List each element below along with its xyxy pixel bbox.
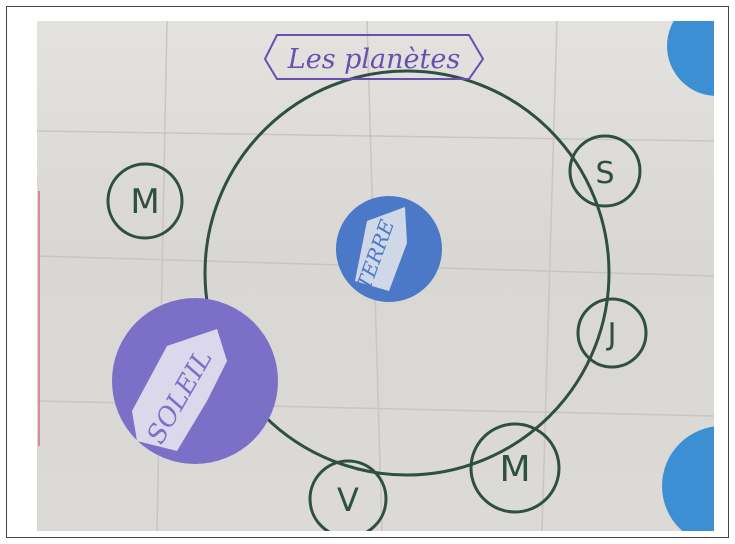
planet-letter: J [606,317,617,352]
planet-v: V [310,461,386,531]
blue-blob-bottom-right [662,426,714,531]
title-text: Les planètes [287,44,460,75]
planet-letter: M [130,182,159,222]
planet-letter: M [499,449,530,490]
planet-j: J [578,299,646,367]
poster-photo: Les planètes SOLEIL TERRE M S J [37,21,714,531]
planet-letter: V [337,481,359,519]
planet-m-left: M [108,164,182,238]
blue-blob-top-right [667,21,714,96]
photo-frame: Les planètes SOLEIL TERRE M S J [6,6,729,538]
planet-m-bottom: M [471,424,559,512]
poster-drawing: Les planètes SOLEIL TERRE M S J [37,21,714,531]
planet-letter: S [595,156,614,191]
